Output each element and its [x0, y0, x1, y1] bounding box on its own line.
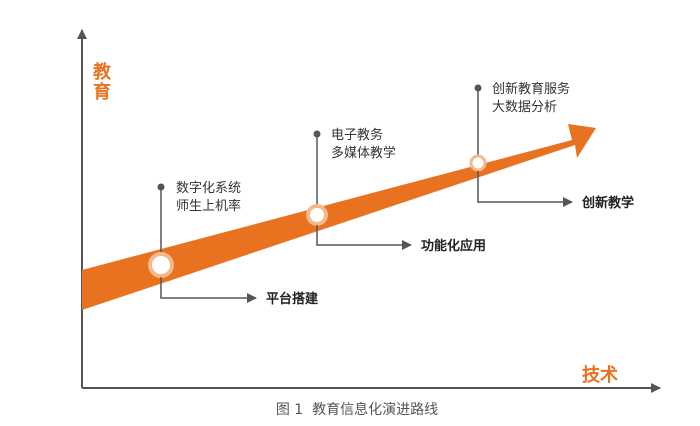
- milestone-3-note-2: 大数据分析: [492, 100, 557, 115]
- milestone-1-note-1: 数字化系统: [176, 181, 241, 196]
- y-axis-label-1: 教: [93, 61, 112, 83]
- milestone-1-stage: 平台搭建: [266, 291, 318, 307]
- milestone-2-note-1: 电子教务: [331, 127, 383, 143]
- milestone-3: 创新教育服务 大数据分析 创新教学: [469, 81, 634, 211]
- milestone-3-marker: [469, 154, 487, 172]
- x-axis-label: 技术: [582, 364, 618, 386]
- milestone-2-stage: 功能化应用: [421, 238, 486, 254]
- milestone-2: 电子教务 多媒体教学 功能化应用: [306, 127, 486, 254]
- milestone-1: 数字化系统 师生上机率 平台搭建: [148, 181, 318, 307]
- figure-caption: 图 1 教育信息化演进路线: [276, 401, 438, 418]
- milestone-1-stage-line: [160, 277, 257, 303]
- milestone-2-stage-line: [316, 225, 412, 250]
- milestone-1-marker: [148, 252, 174, 278]
- milestone-1-note-2: 师生上机率: [176, 198, 241, 214]
- y-axis-label-2: 育: [93, 81, 111, 103]
- milestone-2-note-2: 多媒体教学: [331, 145, 396, 161]
- milestone-3-stage-line: [477, 171, 573, 207]
- milestone-3-stage: 创新教学: [581, 195, 634, 211]
- milestone-2-marker: [306, 204, 328, 226]
- progress-band: [82, 124, 596, 310]
- milestone-3-note-1: 创新教育服务: [492, 81, 570, 97]
